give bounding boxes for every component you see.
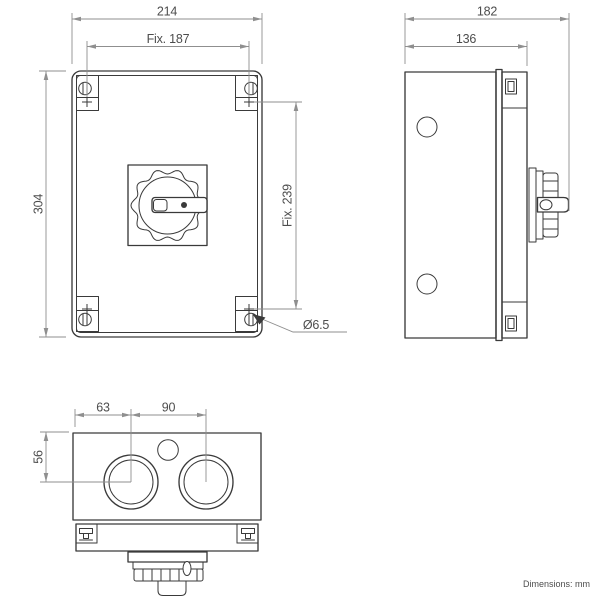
fixing-cross	[244, 97, 254, 107]
dimensions-unit-note: Dimensions: mm	[523, 579, 590, 589]
dim-side-overall-depth: 182	[404, 5, 570, 211]
cover-screw-bottom	[505, 315, 517, 332]
switch-collar-bottom	[132, 561, 204, 570]
switch-handle-dot	[181, 202, 187, 208]
dim-bottom-hole-spacing: 90	[131, 401, 207, 482]
dim-front-fix-height-label: Fix. 239	[281, 184, 295, 227]
flange-screw-right	[241, 528, 255, 541]
view-front: 214 Fix. 187 304 Fix. 239 Ø6.5	[32, 5, 347, 338]
knockout-hole-top	[416, 116, 438, 138]
switch-plate-bottom	[127, 551, 208, 563]
dim-front-fix-width-label: Fix. 187	[147, 32, 190, 46]
enclosure-front-lid	[76, 75, 258, 333]
fixing-cross	[82, 304, 92, 314]
corner-screw-bottom-left	[76, 296, 99, 332]
switch-handle-slot-bottom	[182, 561, 192, 576]
rotary-switch-bottom	[127, 551, 208, 596]
dim-front-overall-width: 214	[71, 5, 263, 64]
dim-bottom-edge-to-hole: 56	[32, 431, 131, 483]
rotary-switch-side	[528, 167, 570, 243]
pilot-hole	[157, 439, 179, 461]
switch-handle-pivot	[153, 199, 168, 212]
corner-screw-top-right	[235, 75, 258, 111]
dim-side-body-label: 136	[456, 32, 477, 46]
view-bottom: 63 90 56	[32, 401, 262, 596]
dim-side-body-depth: 136	[405, 32, 528, 66]
dim-front-height: 304	[32, 70, 66, 338]
knockout-hole-bottom	[416, 273, 438, 295]
switch-handle-side	[536, 196, 570, 213]
switch-knob-scallop	[130, 170, 205, 241]
enclosure-bottom-body	[72, 432, 262, 521]
enclosure-side-body	[404, 71, 497, 339]
dim-front-hole-label: Ø6.5	[303, 318, 330, 332]
flange-screw-left	[79, 528, 93, 541]
dim-bottom-hole-offset: 63	[74, 401, 132, 482]
dim-front-fixing-width: Fix. 187	[86, 32, 250, 97]
fixing-cross	[82, 97, 92, 107]
dim-bottom-edge-label: 56	[32, 450, 46, 464]
switch-handle-tab-bottom	[157, 580, 187, 596]
dim-front-fixing-height: Fix. 239	[254, 101, 302, 310]
lid-flange-bottom	[75, 523, 259, 552]
enclosure-front-body	[71, 70, 263, 338]
cover-screw-top	[505, 78, 517, 95]
switch-knob-bottom	[133, 568, 204, 582]
switch-handle-slot	[539, 199, 553, 211]
fixing-cross	[244, 304, 254, 314]
dim-front-width-label: 214	[157, 5, 178, 19]
dim-side-overall-label: 182	[477, 5, 498, 19]
dim-front-hole-diameter: Ø6.5	[252, 314, 347, 333]
view-side: 182 136	[404, 5, 570, 342]
corner-screw-bottom-right	[235, 296, 258, 332]
dim-front-height-label: 304	[32, 194, 46, 215]
cover-side	[501, 71, 528, 339]
dim-bottom-spacing-label: 90	[162, 401, 176, 415]
switch-plate-side	[528, 167, 537, 243]
corner-screw-top-left	[76, 75, 99, 111]
rotary-switch-front	[127, 164, 208, 247]
switch-handle	[151, 196, 208, 214]
lid-flange-side	[495, 68, 503, 342]
dim-bottom-offset-label: 63	[96, 401, 110, 415]
